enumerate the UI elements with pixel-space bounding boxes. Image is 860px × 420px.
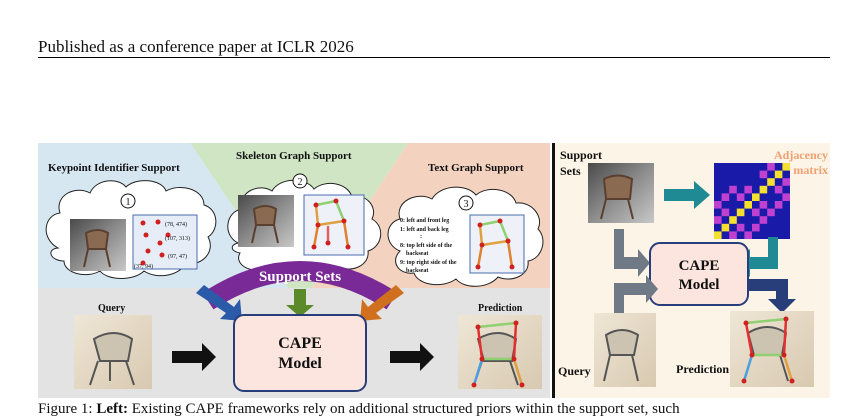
prediction-label-left: Prediction [478, 303, 523, 314]
adjacency-label-line2: matrix [793, 163, 828, 177]
cape-model-title-left: CAPE [278, 335, 322, 352]
caption-bold: Left: [96, 401, 128, 417]
arrow-model-to-prediction-right [748, 279, 796, 313]
adjacency-matrix [714, 163, 790, 239]
number-label-3: 3 [464, 199, 469, 210]
number-badge-2 [292, 173, 308, 189]
figure-1: Keypoint Identifier Support Skeleton Gra… [38, 143, 830, 398]
coord-label-3: (37, 94) [134, 263, 153, 270]
right-panel: Support Sets Adjacency matrix CAPE Model… [555, 143, 830, 398]
left-panel: Keypoint Identifier Support Skeleton Gra… [38, 143, 550, 398]
number-badge-3 [458, 195, 474, 211]
support-sets-arc [202, 261, 398, 310]
arrow-model-to-prediction [390, 343, 434, 371]
text-graph-line-2: : [420, 234, 422, 240]
text-graph-line-6: backseat [406, 268, 428, 274]
caption-prefix: Figure 1: [38, 401, 97, 417]
number-badge-1 [120, 193, 136, 209]
coord-label-2: (97, 47) [168, 253, 187, 260]
text-section-title: Text Graph Support [428, 162, 524, 174]
cape-model-box-left [233, 314, 367, 392]
arrow-support-to-adjacency [664, 181, 710, 209]
cape-model-box-right [649, 242, 749, 306]
number-label-2: 2 [298, 177, 303, 188]
cape-model-subtitle-left: Model [278, 355, 322, 372]
running-header: Published as a conference paper at ICLR … [38, 37, 354, 56]
coord-label-1: (107, 313) [165, 235, 190, 242]
caption-text: Existing CAPE frameworks rely on additio… [128, 401, 680, 417]
text-graph-line-3: 8: top left side of the [400, 243, 452, 249]
text-graph-line-5: 9: top right side of the [400, 260, 457, 266]
header-rule [38, 57, 830, 58]
arrow-query-to-model-right [614, 275, 658, 319]
cape-model-subtitle-right: Model [679, 277, 720, 293]
text-graph-line-0: 0: left and front leg [400, 218, 449, 224]
skeleton-section-title: Skeleton Graph Support [236, 150, 352, 162]
arrow-query-to-model [172, 343, 216, 371]
query-label-right: Query [558, 364, 591, 378]
arrow-skeleton-to-model [286, 289, 314, 317]
arrow-support-to-model-right [614, 229, 650, 277]
keypoint-cloud: 1 (78, 474) (107, 313) (97, 47) (37, 94) [45, 180, 217, 279]
text-graph-line-4: backseat [406, 251, 428, 257]
query-label-left: Query [98, 303, 125, 314]
support-sets-label: Support Sets [259, 269, 341, 285]
arrow-text-to-model [360, 285, 404, 321]
coord-label-0: (78, 474) [165, 221, 187, 228]
number-label-1: 1 [126, 197, 131, 208]
prediction-label-right: Prediction [676, 362, 729, 376]
figure-caption: Figure 1: Left: Existing CAPE frameworks… [38, 401, 838, 418]
arrow-keypoint-to-model [196, 285, 242, 321]
support-sets-title-line2: Sets [560, 164, 581, 178]
text-graph-line-1: 1: left and back leg [400, 227, 449, 233]
adjacency-label-line1: Adjacency [774, 148, 828, 162]
support-sets-title-line1: Support [560, 148, 602, 162]
keypoint-section-title: Keypoint Identifier Support [48, 162, 180, 174]
panel-divider [552, 143, 555, 398]
text-graph-cloud: 3 0: left and front leg 1: left and back… [387, 186, 544, 287]
cape-model-title-right: CAPE [679, 258, 720, 274]
